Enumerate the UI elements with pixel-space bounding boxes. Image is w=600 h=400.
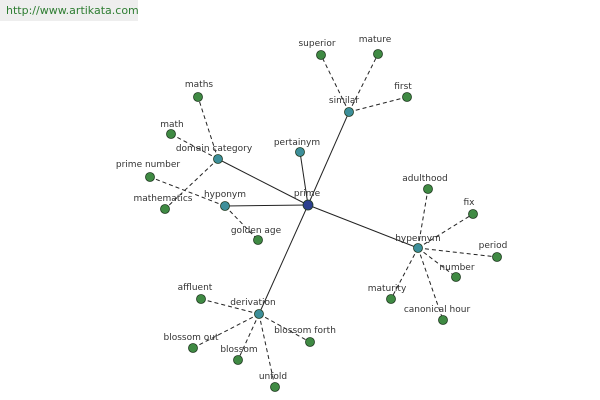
leaf-node-superior[interactable] bbox=[316, 50, 326, 60]
edge-prime-pertainym bbox=[299, 151, 309, 206]
leaf-label-canonical-hour[interactable]: canonical hour bbox=[404, 305, 471, 315]
leaf-node-maturity[interactable] bbox=[386, 294, 396, 304]
edge-hyponym-golden-age bbox=[224, 205, 259, 241]
leaf-node-blossom-out[interactable] bbox=[188, 343, 198, 353]
category-node-hyponym[interactable] bbox=[220, 201, 230, 211]
leaf-label-golden-age[interactable]: golden age bbox=[231, 226, 282, 236]
category-label-pertainym[interactable]: pertainym bbox=[274, 138, 320, 148]
edges-layer bbox=[149, 53, 498, 388]
category-label-hypernym[interactable]: hypernym bbox=[395, 234, 441, 244]
leaf-node-unfold[interactable] bbox=[270, 382, 280, 392]
leaf-label-maturity[interactable]: maturity bbox=[368, 284, 407, 294]
category-node-similar[interactable] bbox=[344, 107, 354, 117]
category-node-derivation[interactable] bbox=[254, 309, 264, 319]
edge-prime-derivation bbox=[258, 204, 309, 315]
leaf-label-math[interactable]: math bbox=[160, 120, 184, 130]
leaf-label-blossom-out[interactable]: blossom out bbox=[164, 333, 219, 343]
edge-prime-similar bbox=[307, 111, 350, 206]
nodes-layer bbox=[145, 49, 502, 392]
edge-similar-mature bbox=[348, 53, 379, 113]
labels-layer: superior mature first maths math mathematics p… bbox=[116, 35, 507, 382]
leaf-node-affluent[interactable] bbox=[196, 294, 206, 304]
leaf-label-unfold[interactable]: unfold bbox=[259, 372, 287, 382]
category-label-domain-category[interactable]: domain category bbox=[176, 144, 253, 154]
center-label[interactable]: prime bbox=[294, 189, 321, 199]
leaf-node-maths[interactable] bbox=[193, 92, 203, 102]
leaf-label-adulthood[interactable]: adulthood bbox=[402, 174, 447, 184]
edge-domain-category-mathematics bbox=[164, 158, 219, 210]
edge-hypernym-canonical-hour bbox=[417, 247, 444, 321]
category-node-hypernym[interactable] bbox=[413, 243, 423, 253]
leaf-node-mature[interactable] bbox=[373, 49, 383, 59]
header-bar: http://www.artikata.com bbox=[0, 0, 139, 21]
leaf-label-blossom-forth[interactable]: blossom forth bbox=[274, 326, 336, 336]
edge-hypernym-number bbox=[417, 247, 457, 278]
leaf-label-period[interactable]: period bbox=[479, 241, 508, 251]
leaf-label-first[interactable]: first bbox=[394, 82, 412, 92]
edge-derivation-unfold bbox=[258, 313, 276, 388]
leaf-node-number[interactable] bbox=[451, 272, 461, 282]
leaf-label-mathematics[interactable]: mathematics bbox=[133, 194, 192, 204]
leaf-label-number[interactable]: number bbox=[439, 263, 474, 273]
leaf-node-first[interactable] bbox=[402, 92, 412, 102]
site-url-link[interactable]: http://www.artikata.com bbox=[6, 4, 139, 17]
edge-domain-category-maths bbox=[197, 96, 219, 160]
edge-derivation-blossom-out bbox=[192, 313, 260, 349]
leaf-node-math[interactable] bbox=[166, 129, 176, 139]
leaf-node-blossom[interactable] bbox=[233, 355, 243, 365]
leaf-node-blossom-forth[interactable] bbox=[305, 337, 315, 347]
edge-similar-first bbox=[348, 96, 408, 113]
leaf-node-prime-number[interactable] bbox=[145, 172, 155, 182]
category-label-hyponym[interactable]: hyponym bbox=[204, 190, 246, 200]
leaf-label-superior[interactable]: superior bbox=[298, 39, 335, 49]
leaf-node-adulthood[interactable] bbox=[423, 184, 433, 194]
category-label-similar[interactable]: similar bbox=[329, 96, 359, 106]
leaf-label-maths[interactable]: maths bbox=[185, 80, 214, 90]
leaf-label-fix[interactable]: fix bbox=[464, 198, 476, 208]
leaf-node-mathematics[interactable] bbox=[160, 204, 170, 214]
leaf-node-period[interactable] bbox=[492, 252, 502, 262]
edge-hypernym-period bbox=[417, 247, 498, 258]
leaf-label-prime-number[interactable]: prime number bbox=[116, 160, 181, 170]
edge-prime-hypernym bbox=[307, 204, 419, 249]
edge-hypernym-adulthood bbox=[417, 188, 429, 249]
category-node-pertainym[interactable] bbox=[295, 147, 305, 157]
leaf-label-mature[interactable]: mature bbox=[359, 35, 392, 45]
leaf-node-canonical-hour[interactable] bbox=[438, 315, 448, 325]
category-label-derivation[interactable]: derivation bbox=[230, 298, 276, 308]
edge-hypernym-fix bbox=[417, 213, 474, 249]
edge-prime-domain-category bbox=[217, 158, 309, 206]
edge-derivation-blossom-forth bbox=[258, 313, 311, 343]
leaf-label-affluent[interactable]: affluent bbox=[178, 283, 213, 293]
leaf-node-fix[interactable] bbox=[468, 209, 478, 219]
category-node-domain-category[interactable] bbox=[213, 154, 223, 164]
edge-domain-category-math bbox=[170, 133, 219, 160]
edge-similar-superior bbox=[320, 54, 350, 113]
center-node-prime[interactable] bbox=[302, 199, 314, 211]
edge-derivation-blossom bbox=[237, 313, 260, 361]
leaf-label-blossom[interactable]: blossom bbox=[220, 345, 257, 355]
edge-prime-hyponym bbox=[224, 204, 309, 207]
edge-derivation-affluent bbox=[200, 298, 260, 315]
edge-hypernym-maturity bbox=[390, 247, 419, 300]
leaf-node-golden-age[interactable] bbox=[253, 235, 263, 245]
